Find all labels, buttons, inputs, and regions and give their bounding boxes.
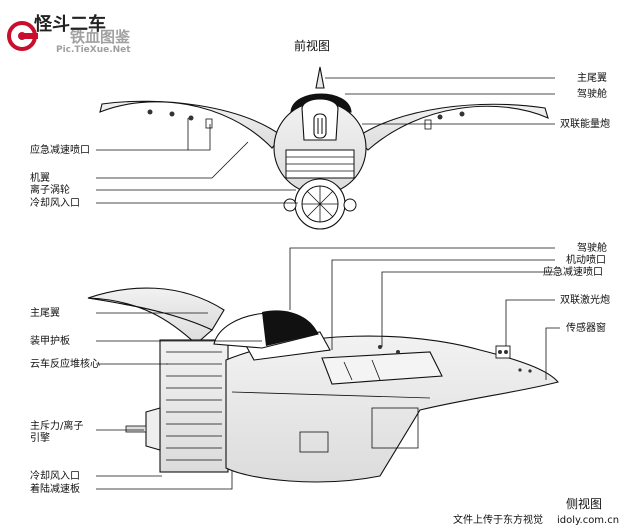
front-view-labels: 主尾翼 驾驶舱 双联能量炮 应急减速喷口 机翼 离子涡轮 冷却风入口 [30, 72, 610, 209]
watermark-brand: 铁血图鉴 [70, 28, 131, 46]
label-emergency-brake-nozzle: 应急减速喷口 [30, 143, 90, 156]
footer-credit-text: 文件上传于东方视觉 [453, 513, 543, 526]
label-landing-brake-plate: 着陆减速板 [30, 482, 80, 495]
label-repulsor-ion: 主斥力/离子 [30, 419, 83, 432]
label-twin-energy-cannon: 双联能量炮 [560, 117, 610, 130]
front-view-leaders [96, 77, 555, 204]
watermark: 怪斗二车 铁血图鉴 Pic.TieXue.Net [7, 13, 131, 55]
ion-engine [125, 407, 161, 451]
label-twin-laser-cannon: 双联激光炮 [560, 293, 610, 306]
label-side-cooling-intake: 冷却风入口 [30, 469, 80, 482]
label-cooling-air-intake: 冷却风入口 [30, 196, 80, 209]
wing-nozzles [147, 109, 465, 130]
label-side-cockpit: 驾驶舱 [577, 241, 607, 254]
label-ion-turbine: 离子涡轮 [30, 183, 70, 196]
footer-credit-site: idoly.com.cn [557, 515, 619, 526]
label-maneuver-nozzle: 机动喷口 [566, 253, 606, 266]
label-sensor-window: 传感器窗 [566, 321, 606, 334]
side-view-drawing [87, 287, 559, 483]
label-reactor-core: 云车反应堆核心 [30, 357, 100, 370]
label-side-main-tail-fin: 主尾翼 [30, 307, 60, 319]
front-view-drawing [99, 66, 549, 230]
watermark-site: Pic.TieXue.Net [56, 45, 131, 55]
label-engine: 引擎 [30, 431, 50, 444]
site-logo-icon [7, 21, 38, 51]
label-wing: 机翼 [30, 171, 50, 184]
side-cockpit [213, 310, 319, 349]
watermark-logo-text: 怪斗二车 [34, 13, 106, 35]
side-view-leaders [96, 247, 560, 490]
label-armor-plate: 装甲护板 [30, 334, 70, 347]
footer-credit: 文件上传于东方视觉 idoly.com.cn [453, 513, 619, 526]
twin-laser-cannon [495, 345, 511, 359]
twin-energy-cannon [313, 113, 327, 139]
label-main-tail-fin: 主尾翼 [577, 72, 607, 84]
side-view-title: 侧视图 [566, 496, 602, 511]
front-view-title: 前视图 [294, 38, 330, 53]
label-cockpit: 驾驶舱 [577, 87, 607, 100]
ion-turbine [283, 178, 357, 230]
side-view-labels: 驾驶舱 机动喷口 应急减速喷口 双联激光炮 传感器窗 主尾翼 装甲护板 云车反应… [30, 241, 610, 495]
label-side-emergency-nozzle: 应急减速喷口 [543, 265, 603, 278]
